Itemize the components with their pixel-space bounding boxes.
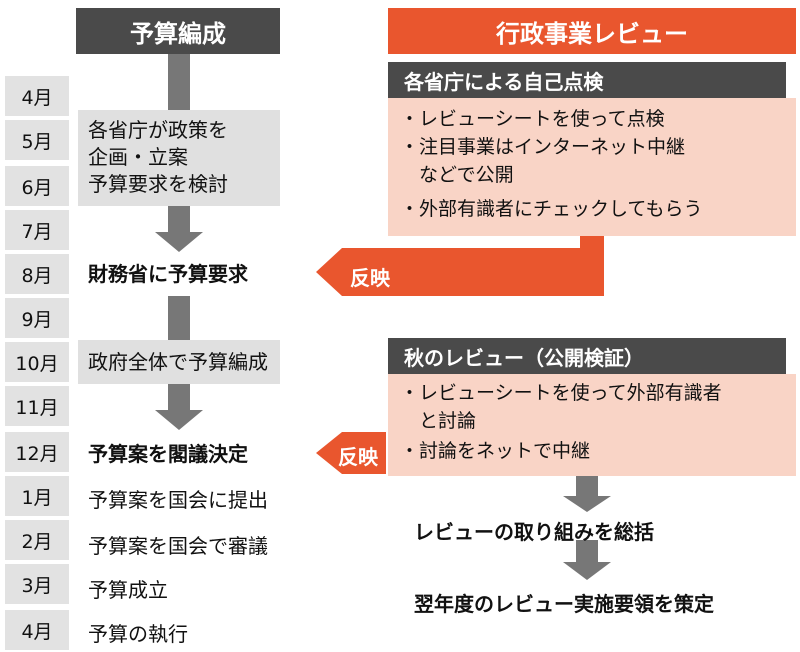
- shaft-6: [576, 540, 598, 562]
- month-label: 12月: [5, 432, 69, 472]
- month-label: 1月: [5, 476, 69, 516]
- month-label: 11月: [5, 386, 69, 426]
- month-label: 4月: [5, 76, 69, 116]
- arrowhead-1: [155, 232, 203, 252]
- whole-gov-label: 政府全体で予算編成: [88, 349, 268, 374]
- step-deliberate: 予算案を国会で審議: [88, 533, 268, 558]
- reflect-arrow-1: [316, 236, 604, 296]
- month-label: 9月: [5, 298, 69, 338]
- review-summary: レビューの取り組みを総括: [414, 520, 654, 544]
- month-label: 3月: [5, 564, 69, 604]
- arrowhead-2: [155, 410, 203, 430]
- step-budget-request: 財務省に予算要求: [88, 261, 248, 286]
- autumn-review-title: 秋のレビュー（公開検証）: [388, 338, 786, 374]
- month-label: 4月: [5, 610, 69, 650]
- self-check-item: などで公開: [400, 164, 514, 186]
- shaft-2: [168, 206, 190, 232]
- budget-header: 予算編成: [76, 8, 280, 54]
- step-execute: 予算の執行: [88, 621, 188, 646]
- reflect-label-2: 反映: [338, 445, 378, 469]
- next-year-plan: 翌年度のレビュー実施要領を策定: [414, 592, 714, 616]
- month-label: 6月: [5, 166, 69, 206]
- self-check-item: ・注目事業はインターネット中継: [400, 136, 686, 158]
- planning-line: 企画・立案: [88, 145, 188, 169]
- month-label: 2月: [5, 520, 69, 560]
- reflect-arrow-2: [316, 432, 386, 474]
- month-label: 5月: [5, 120, 69, 160]
- step-cabinet: 予算案を閣議決定: [88, 441, 248, 466]
- month-label: 10月: [5, 342, 69, 382]
- self-check-item: ・外部有識者にチェックしてもらう: [400, 198, 703, 220]
- shaft-3: [168, 296, 190, 340]
- arrowhead-3: [563, 496, 611, 512]
- month-label: 7月: [5, 210, 69, 250]
- self-check-box: ・レビューシートを使って点検 ・注目事業はインターネット中継 などで公開 ・外部…: [388, 98, 796, 236]
- autumn-review-item: ・レビューシートを使って外部有識者: [400, 382, 722, 404]
- self-check-title: 各省庁による自己点検: [388, 62, 786, 98]
- planning-line: 予算要求を検討: [88, 172, 228, 196]
- step-enact: 予算成立: [88, 577, 168, 602]
- autumn-review-box: ・レビューシートを使って外部有識者 と討論 ・討論をネットで中継: [388, 374, 796, 476]
- shaft-1: [168, 54, 190, 110]
- shaft-4: [168, 384, 190, 412]
- step-submit: 予算案を国会に提出: [88, 487, 268, 512]
- planning-box: 各省庁が政策を 企画・立案 予算要求を検討: [78, 110, 280, 206]
- month-label: 8月: [5, 254, 69, 294]
- autumn-review-item: と討論: [400, 410, 477, 432]
- reflect-label-1: 反映: [350, 266, 390, 290]
- review-header: 行政事業レビュー: [388, 8, 796, 54]
- planning-line: 各省庁が政策を: [88, 118, 228, 142]
- arrowhead-4: [563, 562, 611, 580]
- whole-gov-box: 政府全体で予算編成: [78, 340, 280, 384]
- shaft-5: [576, 476, 598, 496]
- self-check-item: ・レビューシートを使って点検: [400, 108, 665, 130]
- autumn-review-item: ・討論をネットで中継: [400, 440, 591, 462]
